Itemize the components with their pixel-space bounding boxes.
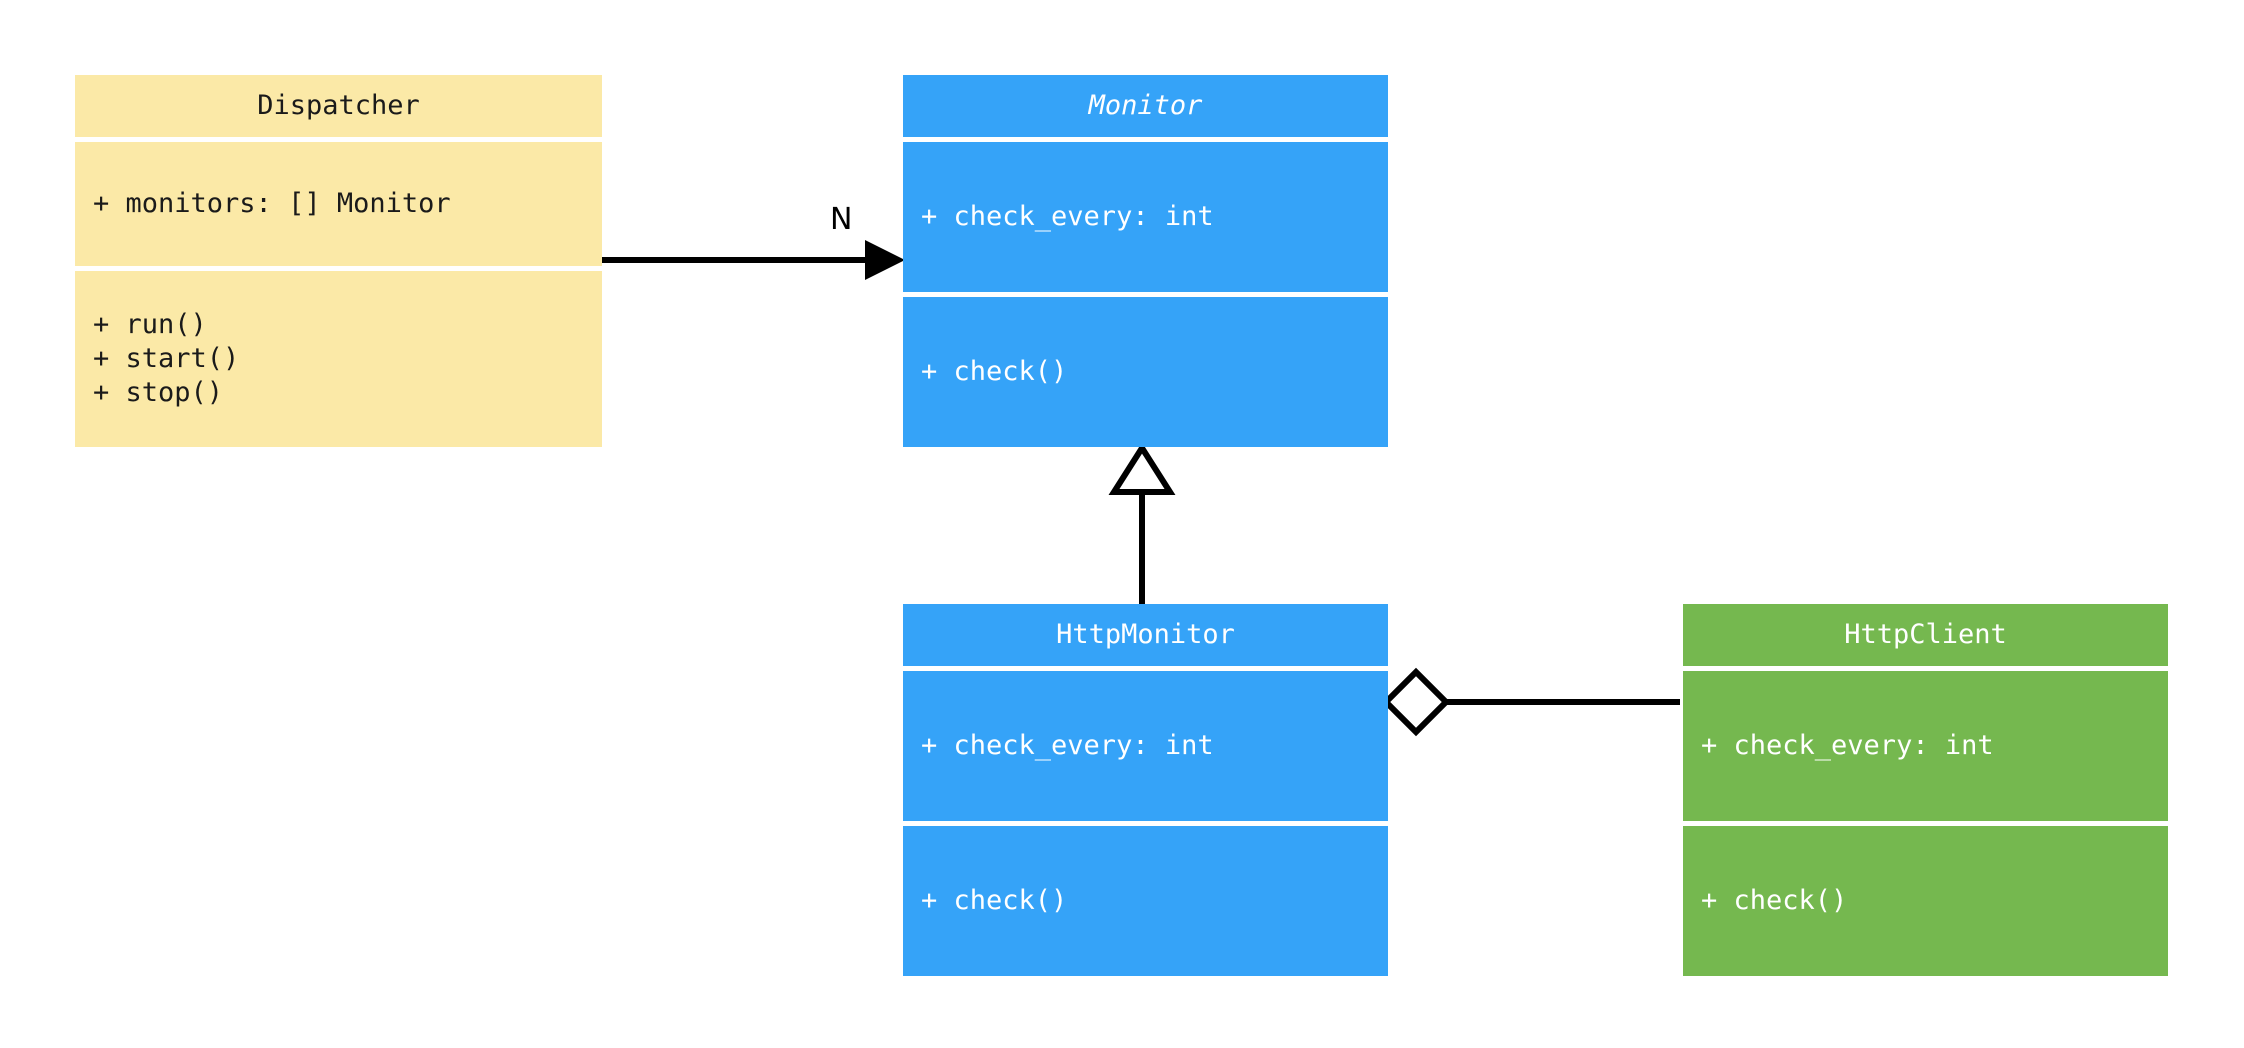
- class-name-monitor: Monitor: [1088, 90, 1203, 122]
- class-attributes-compartment-http-monitor: + check_every: int: [903, 671, 1388, 821]
- association-multiplicity-label: N: [830, 202, 853, 237]
- aggregation-diamond: [1381, 667, 1451, 737]
- edge-http-monitor-to-monitor: [1108, 442, 1176, 605]
- method-row: + check(): [921, 356, 1068, 387]
- class-title-compartment-http-monitor: HttpMonitor: [903, 604, 1388, 666]
- class-methods-compartment-http-client: + check(): [1683, 826, 2168, 976]
- method-row: + start(): [93, 343, 240, 374]
- association-arrowhead: [865, 240, 905, 280]
- class-box-monitor[interactable]: Monitor + check_every: int + check(): [903, 75, 1388, 447]
- class-box-http-monitor[interactable]: HttpMonitor + check_every: int + check(): [903, 604, 1388, 976]
- class-methods-compartment-monitor: + check(): [903, 297, 1388, 447]
- class-title-compartment-monitor: Monitor: [903, 75, 1388, 137]
- method-row: + run(): [93, 309, 207, 340]
- class-name-http-client: HttpClient: [1844, 619, 2007, 651]
- method-row: + check(): [921, 885, 1068, 916]
- attribute-row: + check_every: int: [1701, 730, 1994, 761]
- class-box-http-client[interactable]: HttpClient + check_every: int + check(): [1683, 604, 2168, 976]
- method-row: + stop(): [93, 377, 224, 408]
- attribute-row: + check_every: int: [921, 730, 1214, 761]
- class-attributes-compartment-monitor: + check_every: int: [903, 142, 1388, 292]
- method-row: + check(): [1701, 885, 1848, 916]
- class-title-compartment-dispatcher: Dispatcher: [75, 75, 602, 137]
- attribute-row: + monitors: [] Monitor: [93, 188, 451, 219]
- class-name-http-monitor: HttpMonitor: [1056, 619, 1235, 651]
- class-title-compartment-http-client: HttpClient: [1683, 604, 2168, 666]
- edge-http-monitor-to-http-client: [1381, 667, 1680, 737]
- class-methods-compartment-http-monitor: + check(): [903, 826, 1388, 976]
- class-attributes-compartment-dispatcher: + monitors: [] Monitor: [75, 142, 602, 266]
- generalization-triangle: [1108, 442, 1176, 495]
- attribute-row: + check_every: int: [921, 201, 1214, 232]
- class-methods-compartment-dispatcher: + run() + start() + stop(): [75, 271, 602, 447]
- class-box-dispatcher[interactable]: Dispatcher + monitors: [] Monitor + run(…: [75, 75, 602, 447]
- class-attributes-compartment-http-client: + check_every: int: [1683, 671, 2168, 821]
- class-name-dispatcher: Dispatcher: [257, 90, 420, 122]
